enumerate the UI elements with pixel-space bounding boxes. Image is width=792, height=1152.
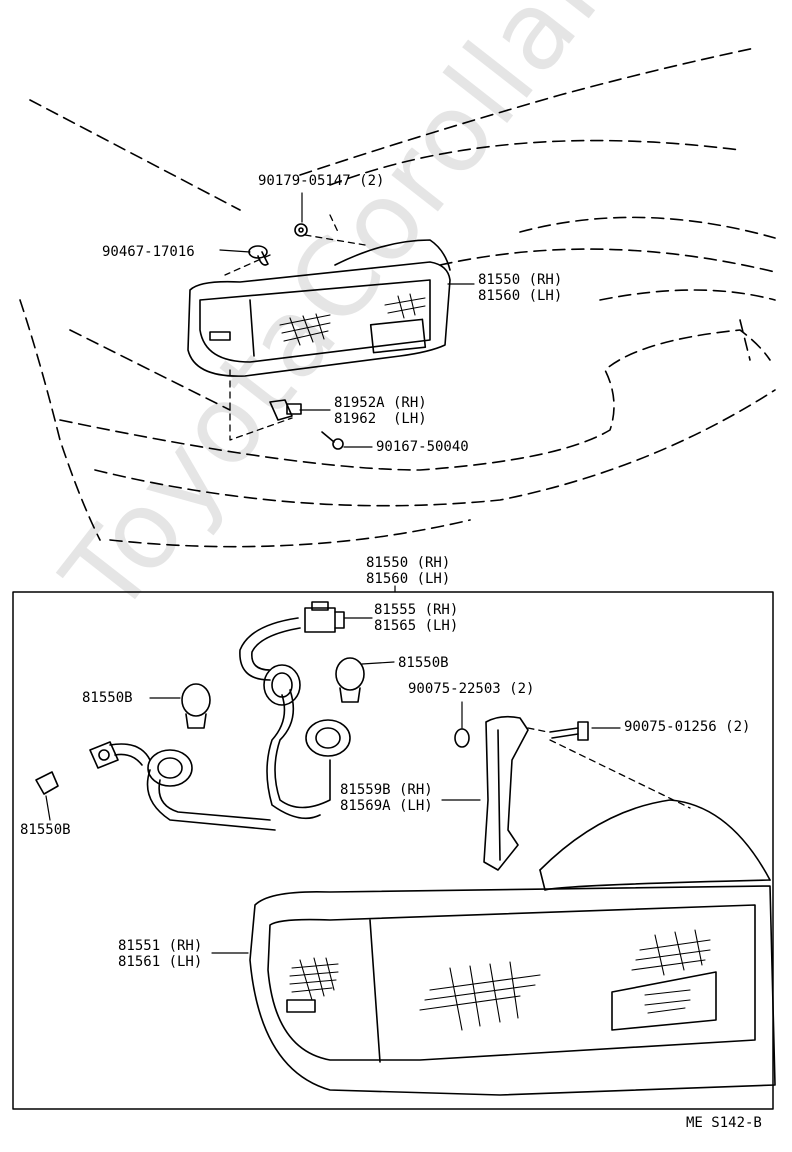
label-screw-top: 90179-05147 (2) xyxy=(258,173,385,189)
connector-part xyxy=(304,601,345,633)
gasket-part xyxy=(483,715,529,871)
label-bracket-lh: 81962 (LH) xyxy=(334,411,427,427)
label-clip: 90467-17016 xyxy=(102,244,195,260)
label-socket-lh: 81565 (LH) xyxy=(374,618,459,634)
lower-guide-lines xyxy=(527,727,691,809)
upper-guide-lines xyxy=(224,214,366,441)
label-lens-rh: 81551 (RH) xyxy=(118,938,203,954)
label-assy-lh: 81560 (LH) xyxy=(366,571,451,587)
label-gasket-lh: 81569A (LH) xyxy=(340,798,433,814)
small-socket-part xyxy=(89,741,119,769)
bulb-small xyxy=(35,771,59,795)
lens-hatch xyxy=(289,929,711,1031)
label-socket-rh: 81555 (RH) xyxy=(374,602,459,618)
upper-leaders xyxy=(219,192,475,448)
lens-assembly xyxy=(249,799,776,1096)
label-nut: 90075-22503 (2) xyxy=(408,681,535,697)
socket-part-upper xyxy=(263,664,301,706)
upper-lens-hatch xyxy=(279,293,426,346)
washer-part xyxy=(454,728,470,748)
label-lamp-lh: 81560 (LH) xyxy=(478,288,563,304)
lower-screw-part xyxy=(321,431,344,450)
label-bracket-rh: 81952A (RH) xyxy=(334,395,427,411)
label-bulb-right: 81550B xyxy=(398,655,449,671)
clip-part xyxy=(248,245,269,266)
lower-leaders xyxy=(45,617,621,954)
socket-part-right xyxy=(305,719,351,757)
label-bulb-small: 81550B xyxy=(20,822,71,838)
car-body-outline xyxy=(19,47,776,548)
assembly-frame xyxy=(12,591,774,1110)
label-lens-lh: 81561 (LH) xyxy=(118,954,203,970)
label-lamp-rh: 81550 (RH) xyxy=(478,272,563,288)
bulb-right xyxy=(335,657,365,703)
label-gasket-rh: 81559B (RH) xyxy=(340,782,433,798)
label-screw: 90075-01256 (2) xyxy=(624,719,751,735)
bracket-part xyxy=(269,399,302,421)
label-screw-bottom: 90167-50040 xyxy=(376,439,469,455)
bulb-left xyxy=(181,683,211,729)
upper-lamp xyxy=(187,239,451,377)
socket-part-left xyxy=(147,749,193,787)
label-bulb-left: 81550B xyxy=(82,690,133,706)
small-nut-part xyxy=(294,223,308,237)
label-assy-rh: 81550 (RH) xyxy=(366,555,451,571)
wiring-harness xyxy=(109,617,331,831)
drawing-code: ME S142-B xyxy=(686,1115,762,1131)
mounting-screw-part xyxy=(549,721,589,741)
